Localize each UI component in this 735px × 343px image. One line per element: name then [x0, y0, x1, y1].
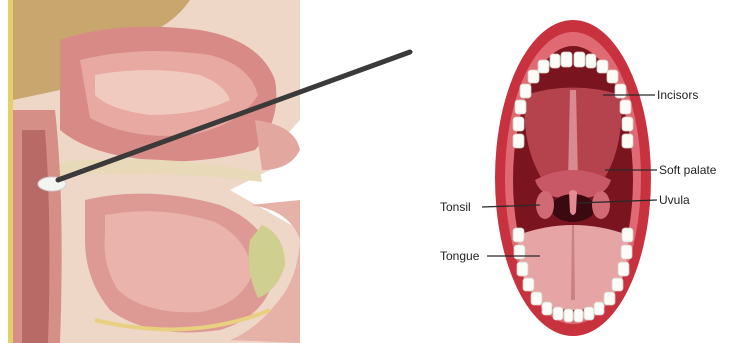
border-strip — [8, 0, 13, 343]
tonsil-right — [592, 191, 610, 219]
open-mouth-illustration — [495, 20, 651, 336]
soft-palate-label: Soft palate — [659, 163, 717, 177]
sagittal-section-illustration — [0, 0, 410, 343]
uvula — [569, 190, 577, 215]
tongue-label: Tongue — [440, 249, 480, 263]
incisors-label: Incisors — [657, 88, 698, 102]
spine-shadow — [22, 130, 49, 343]
uvula-label: Uvula — [659, 193, 690, 207]
tonsil-label: Tonsil — [440, 200, 471, 214]
